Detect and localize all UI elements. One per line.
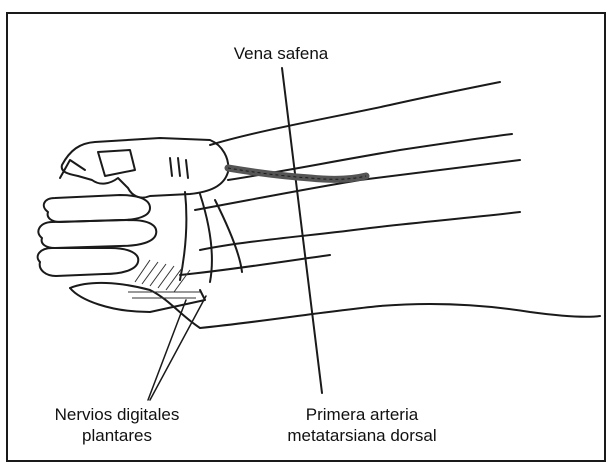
leader-vena: [282, 68, 322, 393]
label-arteria-line2: metatarsiana dorsal: [262, 425, 462, 446]
label-vena-safena: Vena safena: [216, 43, 346, 64]
foot-upper-contour: [210, 82, 500, 145]
foot-lower-contour: [70, 283, 600, 328]
label-arteria-line1: Primera arteria: [262, 404, 462, 425]
label-nervios-line1: Nervios digitales: [32, 404, 202, 425]
label-primera-arteria-metatarsiana-dorsal: Primera arteria metatarsiana dorsal: [262, 404, 462, 446]
dorsal-line-2: [200, 212, 520, 250]
plantar-hatch: [128, 260, 200, 298]
toe-stripes: [170, 158, 188, 178]
toe-2: [44, 195, 150, 222]
label-nervios-digitales-plantares: Nervios digitales plantares: [32, 404, 202, 446]
toe-3: [38, 220, 156, 248]
nerve-1: [180, 192, 186, 280]
toe-4: [38, 248, 139, 276]
nerve-3: [215, 200, 242, 272]
label-nervios-line2: plantares: [32, 425, 202, 446]
clamp-inner: [98, 150, 135, 176]
leader-nervios-a: [148, 300, 186, 400]
clamp-outline: [62, 138, 229, 198]
